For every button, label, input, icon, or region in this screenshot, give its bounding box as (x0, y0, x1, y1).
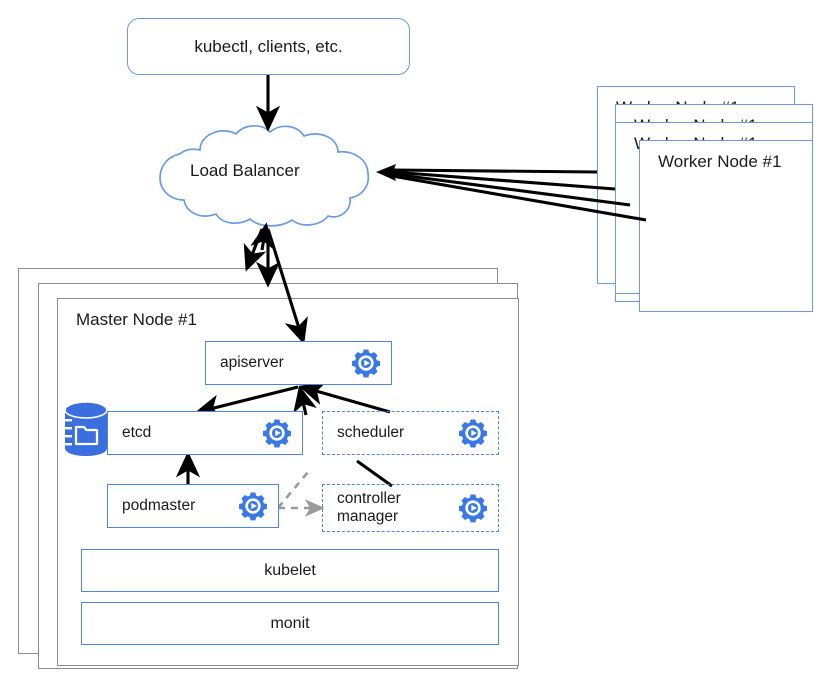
wire-worker3-to-lb (391, 170, 616, 191)
wire-worker2-to-lb (391, 172, 631, 207)
gear-icon (239, 492, 267, 521)
cloud-icon[interactable] (138, 124, 390, 228)
component-podmaster[interactable]: podmaster (107, 484, 279, 528)
worker-node-label: Worker Node #1 (658, 152, 782, 171)
wire-worker4-to-lb (391, 168, 598, 174)
controller-manager-label: controller manager (333, 490, 458, 526)
gear-icon (459, 494, 487, 523)
scheduler-label: scheduler (337, 424, 405, 442)
gear-icon (263, 419, 291, 448)
wire-master-to-lb (250, 222, 275, 251)
kubelet-label: kubelet (264, 561, 316, 579)
gear-icon (352, 349, 380, 378)
gear-icon (459, 419, 487, 448)
clients-box[interactable]: kubectl, clients, etc. (127, 18, 410, 75)
load-balancer-label: Load Balancer (190, 161, 300, 180)
worker-node-card-1[interactable]: Worker Node #1 (639, 140, 813, 312)
component-apiserver[interactable]: apiserver (205, 341, 392, 385)
monit-label: monit (270, 614, 310, 632)
controller-manager-label-line1: controller (337, 490, 401, 508)
podmaster-label: podmaster (122, 497, 196, 515)
component-kubelet[interactable]: kubelet (81, 549, 499, 592)
component-controller-manager[interactable]: controller manager (322, 484, 499, 532)
wire-lb-to-master3 (243, 228, 267, 272)
apiserver-label: apiserver (220, 354, 284, 372)
etcd-label: etcd (122, 424, 152, 442)
component-scheduler[interactable]: scheduler (322, 411, 499, 455)
component-etcd[interactable]: etcd (107, 411, 303, 455)
component-monit[interactable]: monit (81, 602, 499, 645)
master-node-label: Master Node #1 (76, 310, 197, 329)
clients-label: kubectl, clients, etc. (194, 36, 343, 56)
database-folder-icon (64, 401, 108, 456)
controller-manager-label-line2: manager (337, 508, 399, 525)
